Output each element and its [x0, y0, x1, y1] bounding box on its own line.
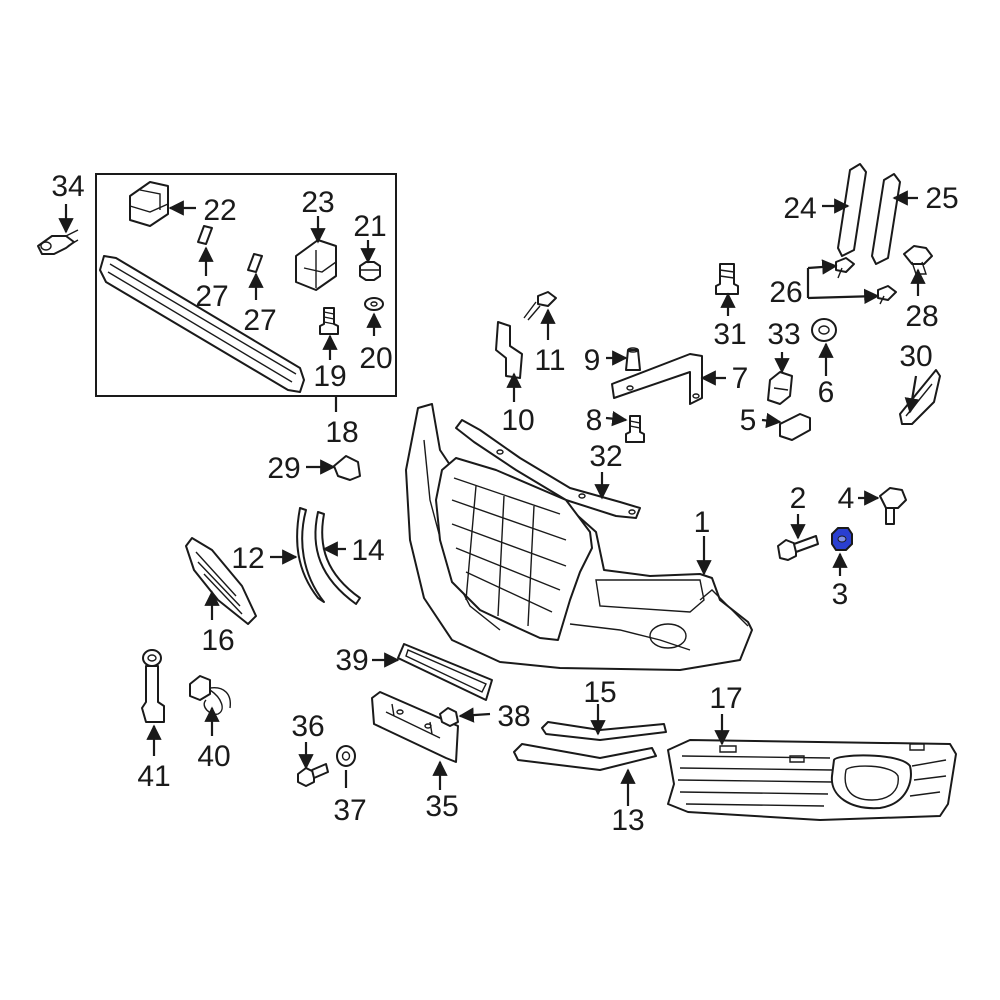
trim-strip-12[interactable] [296, 507, 325, 603]
callout-27b: 27 [243, 304, 276, 337]
pin-9[interactable] [625, 347, 641, 371]
callout-29: 29 [267, 452, 300, 485]
lower-grille-17[interactable] [667, 739, 957, 821]
callout-18: 18 [325, 416, 358, 449]
callout-31: 31 [713, 318, 746, 351]
cap-29[interactable] [333, 455, 361, 481]
callout-40: 40 [197, 740, 230, 773]
callout-36: 36 [291, 710, 324, 743]
bolt-28[interactable] [903, 245, 933, 275]
support-32[interactable] [455, 419, 641, 519]
bolt-36[interactable] [297, 763, 329, 787]
callout-25: 25 [925, 182, 958, 215]
callout-24: 24 [783, 192, 816, 225]
washer-20[interactable] [364, 297, 384, 311]
callout-41: 41 [137, 760, 170, 793]
callout-16: 16 [201, 624, 234, 657]
callout-7: 7 [732, 362, 749, 395]
bracket-23[interactable] [295, 239, 337, 291]
callout-20: 20 [359, 342, 392, 375]
callout-37: 37 [333, 794, 366, 827]
callout-15: 15 [583, 676, 616, 709]
callout-9: 9 [584, 344, 601, 377]
callout-27a: 27 [195, 280, 228, 313]
callout-19: 19 [313, 360, 346, 393]
callout-12: 12 [231, 542, 264, 575]
nut-21[interactable] [359, 261, 381, 281]
callout-14: 14 [351, 534, 384, 567]
callout-21: 21 [353, 210, 386, 243]
callout-23: 23 [301, 186, 334, 219]
strip-25[interactable] [871, 173, 901, 265]
plate-frame-39[interactable] [397, 643, 493, 701]
callout-13: 13 [611, 804, 644, 837]
callout-33: 33 [767, 318, 800, 351]
callout-2: 2 [790, 482, 807, 515]
callout-22: 22 [203, 194, 236, 227]
callout-39: 39 [335, 644, 368, 677]
washer-37[interactable] [336, 745, 356, 767]
bumper-cover[interactable] [405, 403, 753, 671]
callout-32: 32 [589, 440, 622, 473]
clip-34[interactable] [37, 229, 79, 255]
reinforcement-group-box [95, 173, 397, 397]
wire-harness-40[interactable] [189, 675, 231, 715]
callout-30: 30 [899, 340, 932, 373]
callout-10: 10 [501, 404, 534, 437]
bolt-4[interactable] [879, 487, 907, 525]
callout-3: 3 [832, 578, 849, 611]
stud-31[interactable] [715, 263, 739, 295]
callout-5: 5 [740, 404, 757, 437]
callout-4: 4 [838, 482, 855, 515]
callout-8: 8 [586, 404, 603, 437]
screw-26-b[interactable] [877, 285, 897, 305]
strip-15[interactable] [541, 721, 667, 741]
pad-27-b[interactable] [247, 253, 263, 273]
screw-38[interactable] [439, 707, 459, 727]
callout-17: 17 [709, 682, 742, 715]
reinforcement-bar[interactable] [99, 255, 305, 393]
pad-27-a[interactable] [197, 225, 213, 245]
side-grille-16[interactable] [185, 537, 257, 625]
callout-35: 35 [425, 790, 458, 823]
callout-38: 38 [497, 700, 530, 733]
trim-strip-14[interactable] [314, 511, 361, 605]
screw-26-a[interactable] [835, 257, 855, 279]
nut-3[interactable] [831, 527, 853, 551]
bolt-11[interactable] [523, 291, 557, 321]
stud-19[interactable] [319, 307, 339, 335]
cap-5[interactable] [779, 413, 811, 441]
clip-33[interactable] [767, 371, 793, 405]
strip-24[interactable] [837, 163, 867, 257]
stud-8[interactable] [625, 415, 645, 443]
callout-11: 11 [534, 344, 565, 377]
bolt-2[interactable] [777, 535, 819, 561]
bracket-10[interactable] [495, 321, 523, 379]
bracket-22[interactable] [129, 181, 169, 227]
sensor-bracket-41[interactable] [141, 649, 165, 723]
callout-26: 26 [769, 276, 802, 309]
callout-6: 6 [818, 376, 835, 409]
washer-6[interactable] [811, 318, 837, 342]
callout-34: 34 [51, 170, 84, 203]
callout-1: 1 [694, 506, 711, 539]
bracket-30[interactable] [899, 369, 941, 425]
license-bracket-35[interactable] [371, 691, 459, 763]
bracket-7[interactable] [611, 353, 703, 405]
callout-28: 28 [905, 300, 938, 333]
strip-13[interactable] [513, 743, 657, 771]
